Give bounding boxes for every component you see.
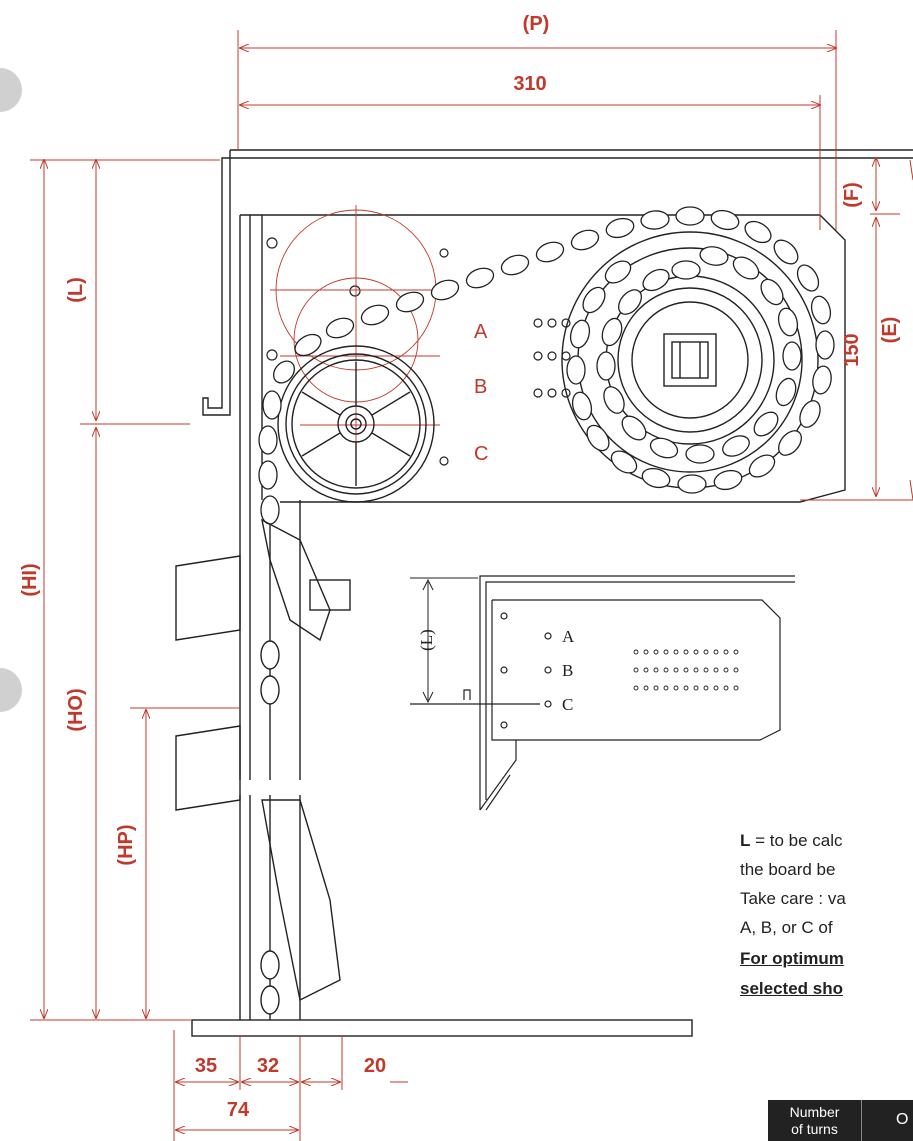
dimension-lines [30, 30, 913, 1141]
operator-handle-upper [175, 518, 351, 705]
inset-b-label: B [562, 661, 573, 680]
inset-dimension-l [410, 577, 478, 704]
position-c-label: C [474, 443, 488, 465]
table-col-turns: Number of turns [768, 1100, 862, 1141]
dim-310-label: 310 [513, 73, 546, 95]
pulley-position-circles [270, 205, 440, 470]
note-line-4: A, B, or C of [740, 918, 833, 937]
dim-150-label: 150 [841, 333, 863, 366]
note-line-1: L = to be calc [740, 831, 843, 851]
bullet-marker-top [0, 68, 22, 112]
dim-l-label: (L) [65, 277, 87, 303]
inset-c-label: C [562, 695, 573, 714]
dim-e-label: (E) [879, 317, 901, 344]
note-line-2: the board be [740, 860, 836, 879]
dim-hi-label: (HI) [19, 563, 41, 596]
note-emphasis-1: For optimum [740, 949, 844, 968]
operator-handle-lower [175, 725, 341, 1015]
table-col-other: O [896, 1111, 909, 1128]
pulley-wheel [277, 345, 435, 503]
position-a-label: A [474, 321, 488, 343]
note-l-bold: L [740, 831, 751, 850]
dim-20-label: 20 [364, 1055, 386, 1077]
dim-35-label: 35 [195, 1055, 217, 1077]
dim-32-label: 32 [257, 1055, 279, 1077]
turns-table-header: Number of turns O [768, 1100, 913, 1141]
inset-a-label: A [562, 627, 575, 646]
note-line-3: Take care : va [740, 889, 846, 908]
bullet-marker-middle [0, 668, 22, 712]
note-l-rest: = to be calc [750, 831, 843, 850]
dim-hp-label: (HP) [115, 824, 137, 865]
position-b-label: B [474, 376, 487, 398]
dim-ho-label: (HO) [65, 688, 87, 731]
roller-chain [258, 206, 835, 525]
inset-l-label: (L) [417, 629, 436, 651]
dim-p-label: (P) [523, 13, 550, 35]
inset-detail-drawing [410, 575, 795, 811]
note-emphasis-2: selected sho [740, 979, 843, 998]
table-col-turns-line1: Number [789, 1104, 840, 1120]
table-col-turns-line2: of turns [791, 1121, 838, 1137]
dim-f-label: (F) [841, 182, 863, 208]
inset-hole-grid [633, 649, 739, 691]
dim-74-label: 74 [227, 1099, 250, 1121]
